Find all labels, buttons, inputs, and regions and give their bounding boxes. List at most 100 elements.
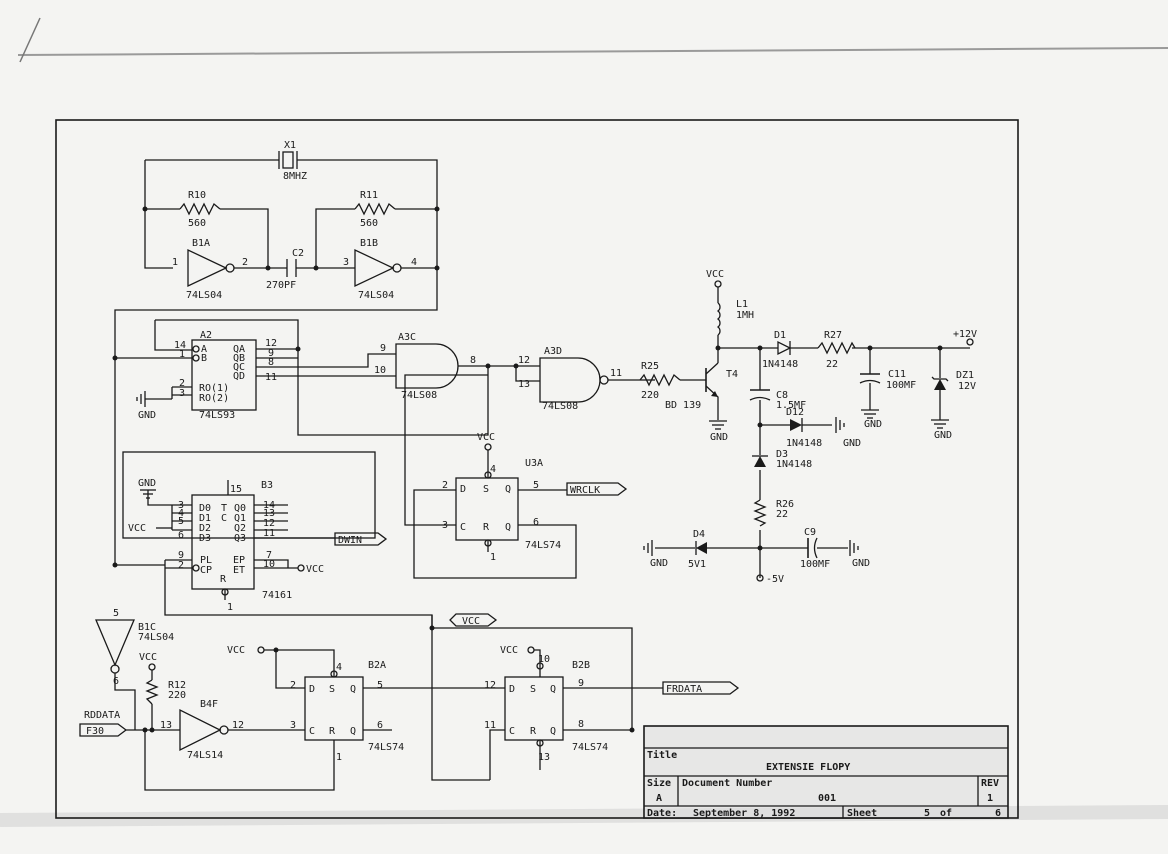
r11-wires bbox=[315, 208, 437, 268]
b1a-pin-out: 2 bbox=[242, 257, 248, 268]
rddata-reset-wire bbox=[144, 730, 335, 791]
of-label: of bbox=[940, 808, 952, 819]
gnd-symbol-c9 bbox=[849, 540, 859, 556]
a2-reset-wires bbox=[145, 386, 192, 400]
b3-pin-11: 11 bbox=[263, 528, 275, 539]
b1c-ref: B1C bbox=[138, 622, 156, 633]
b2b-vcc-label: VCC bbox=[500, 645, 518, 656]
rev-label: REV bbox=[981, 778, 999, 789]
b1c-output-wire bbox=[114, 673, 136, 730]
b3-type: 74161 bbox=[262, 590, 292, 601]
a2-label-qc: QC bbox=[233, 362, 245, 373]
date-value: September 8, 1992 bbox=[693, 808, 795, 819]
a2-pin-11: 11 bbox=[265, 372, 277, 383]
r10-ref: R10 bbox=[188, 190, 206, 201]
capacitor-c11-plate-b bbox=[859, 379, 881, 384]
a2-gnd-label: GND bbox=[138, 410, 156, 421]
b3-cp-bubble bbox=[192, 564, 200, 572]
b2a-label-qn: Q bbox=[350, 726, 356, 737]
b2a-label-r: R bbox=[329, 726, 336, 737]
b3-label-q1: Q1 bbox=[234, 513, 246, 524]
d4-value: 5V1 bbox=[688, 559, 706, 570]
d12-gnd-label: GND bbox=[843, 438, 861, 449]
frdata-label: FRDATA bbox=[666, 684, 702, 695]
b3-label-d3: D3 bbox=[199, 533, 211, 544]
gnd-symbol-d12 bbox=[835, 417, 845, 433]
b2b-label-s: S bbox=[530, 684, 536, 695]
b2b-label-qn: Q bbox=[550, 726, 556, 737]
b2a-label-q: Q bbox=[350, 684, 356, 695]
gnd-symbol-d4 bbox=[643, 540, 653, 556]
b1c-type: 74LS04 bbox=[138, 632, 174, 643]
title-label: Title bbox=[647, 749, 677, 761]
size-label: Size bbox=[647, 777, 671, 789]
b2a-pin-5: 5 bbox=[377, 680, 383, 691]
b2b-pin-12: 12 bbox=[484, 680, 496, 691]
b3-label-c: C bbox=[221, 513, 227, 524]
b3-pin-12: 12 bbox=[263, 518, 275, 529]
b3-pin-6: 6 bbox=[178, 530, 184, 541]
b2b-set-bubble bbox=[536, 662, 544, 670]
power-section: R25 220 VCC L1 1MH T4 BD 139 GND D1 1N41… bbox=[639, 269, 977, 585]
b3-label-q3: Q3 bbox=[234, 533, 246, 544]
t4-gnd-label: GND bbox=[710, 432, 728, 443]
oscillator-section: X1 8MHZ R10 560 R11 560 B1A 74LS04 1 2 C… bbox=[114, 140, 438, 565]
b3-label-ep: EP bbox=[233, 555, 245, 566]
b1b-ref: B1B bbox=[360, 238, 378, 249]
zener-dz1 bbox=[934, 379, 946, 390]
osc-wires-outer bbox=[114, 159, 438, 565]
r25-value: 220 bbox=[641, 390, 659, 401]
b2b-pin-11: 11 bbox=[484, 720, 496, 731]
b3-pin-9: 9 bbox=[178, 550, 184, 561]
b3-vcc-terminal bbox=[297, 564, 305, 572]
flipflop-b2b-body bbox=[504, 676, 564, 741]
schmitt-b4f bbox=[179, 708, 222, 752]
a2-pin-12: 12 bbox=[265, 338, 277, 349]
a2-pin-3: 3 bbox=[179, 388, 185, 399]
junction-dots bbox=[112, 206, 943, 733]
a3c-pin-out: 8 bbox=[470, 355, 476, 366]
r27-value: 22 bbox=[826, 359, 838, 370]
b3-label-d1: D1 bbox=[199, 513, 211, 524]
c9-ref: C9 bbox=[804, 527, 816, 538]
b2b-pin-13: 13 bbox=[538, 752, 550, 763]
r10-wires bbox=[145, 208, 269, 268]
a2-pin-b-bubble bbox=[192, 354, 200, 362]
of-value: 6 bbox=[995, 808, 1001, 819]
t4-ref: T4 bbox=[726, 369, 738, 380]
c11-ref: C11 bbox=[888, 369, 906, 380]
gnd-symbol-a2 bbox=[136, 391, 146, 407]
b3-label-q0: Q0 bbox=[234, 503, 246, 514]
v12-label: +12V bbox=[953, 329, 977, 340]
b3-pin-4: 4 bbox=[178, 508, 184, 519]
c11-value: 100MF bbox=[886, 380, 916, 391]
b3-label-q2: Q2 bbox=[234, 523, 246, 534]
b2a-label-s: S bbox=[329, 684, 335, 695]
b3-label-pl: PL bbox=[200, 555, 212, 566]
title-value: EXTENSIE FLOPY bbox=[766, 762, 850, 773]
a2-pin-1: 1 bbox=[179, 349, 185, 360]
title-block-border bbox=[643, 725, 1009, 819]
a3d-pin-out: 11 bbox=[610, 368, 622, 379]
b2b-reset-bubble bbox=[536, 739, 544, 747]
flipflop-b2a-body bbox=[304, 676, 364, 741]
b4f-pin-in: 13 bbox=[160, 720, 172, 731]
b1c-pin-out: 6 bbox=[113, 676, 119, 687]
u3a-label-s: S bbox=[483, 484, 489, 495]
d1-type: 1N4148 bbox=[762, 359, 798, 370]
b2b-vcc-wire bbox=[534, 649, 541, 677]
b3-pin-14: 14 bbox=[263, 500, 275, 511]
b2b-type: 74LS74 bbox=[572, 742, 608, 753]
dz1-value: 12V bbox=[958, 381, 976, 392]
b4f-ref: B4F bbox=[200, 699, 218, 710]
b3-label-t: T bbox=[221, 503, 227, 514]
b2b-label-q: Q bbox=[550, 684, 556, 695]
capacitor-c8-plate-b bbox=[749, 396, 771, 401]
inductor-l1 bbox=[716, 302, 721, 336]
b3-output-wires bbox=[254, 504, 335, 539]
b2b-wires bbox=[489, 687, 663, 780]
capacitor-c9-plate-b bbox=[813, 537, 818, 559]
sheet-border bbox=[55, 119, 1019, 819]
ic-74ls93-body bbox=[191, 339, 257, 411]
b2a-type: 74LS74 bbox=[368, 742, 404, 753]
